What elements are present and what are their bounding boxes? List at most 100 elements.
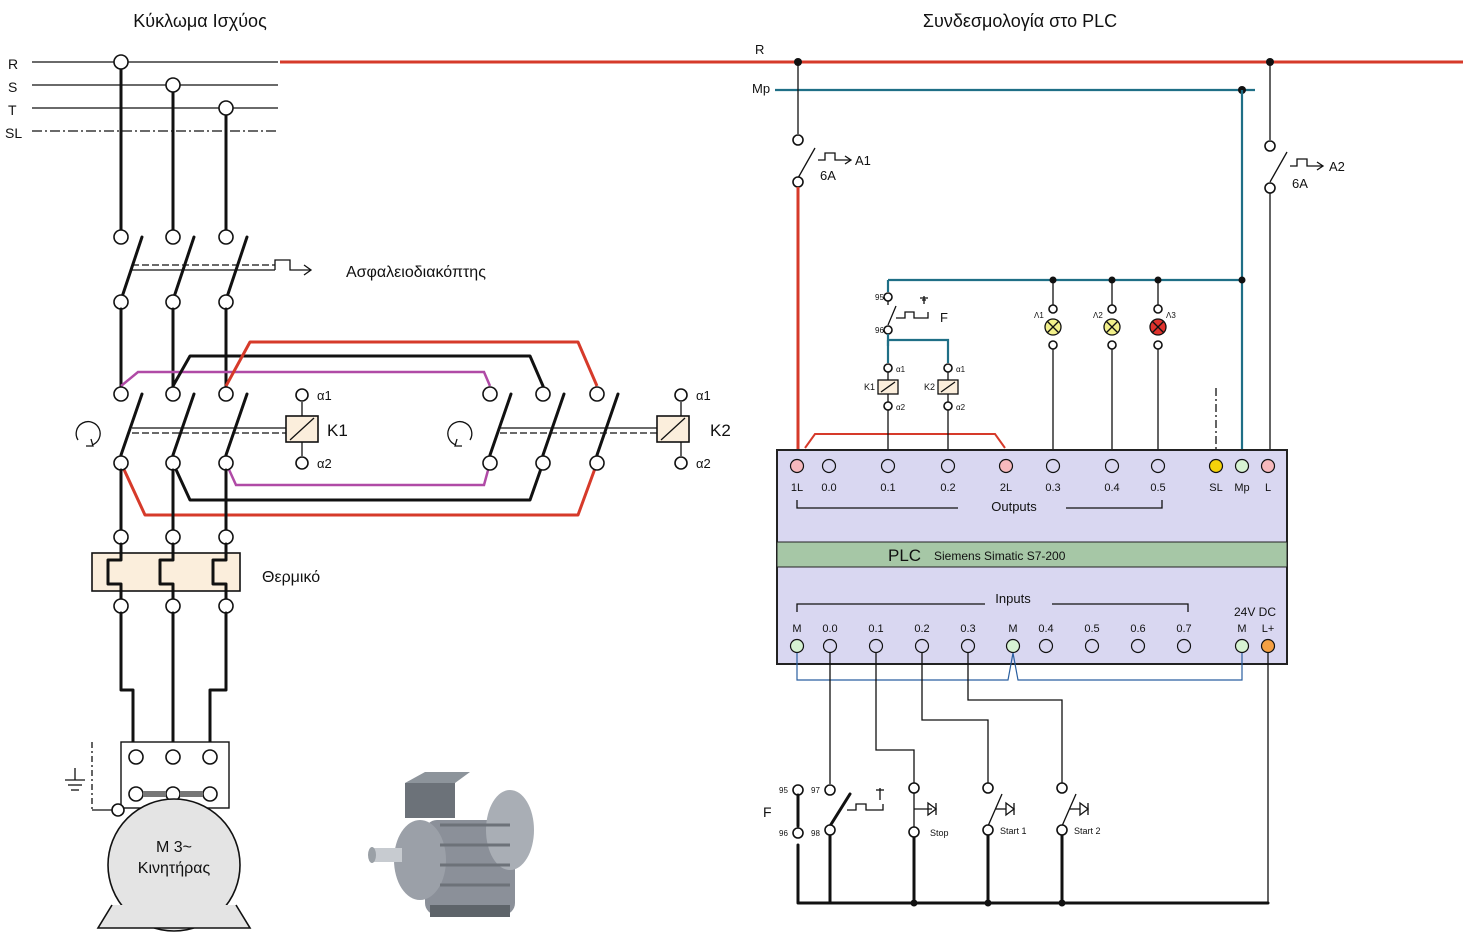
k1-a1-label: α1 — [317, 388, 332, 403]
coil-k1: α1 α2 K1 — [864, 363, 906, 460]
rotation-cw-icon — [75, 420, 101, 446]
fuse-switch: Ασφαλειοδιακόπτης — [113, 229, 486, 310]
start2-button: Start 2 — [1056, 782, 1101, 836]
in-0-2: 0.2 — [914, 623, 929, 635]
input-wiring — [796, 652, 1270, 907]
power-circuit-title: Κύκλωμα Ισχύος — [133, 11, 267, 31]
f-98: 98 — [811, 829, 820, 838]
in-0-1: 0.1 — [868, 623, 883, 635]
contactor-k1: α1 α2 K1 — [75, 386, 348, 471]
k2-a2-label: α2 — [696, 456, 711, 471]
contactor-k2: α1 α2 K2 — [447, 386, 731, 471]
lamp-l2-label: Λ2 — [1093, 311, 1103, 320]
in-0-7: 0.7 — [1176, 623, 1191, 635]
a2-rating: 6A — [1292, 176, 1308, 191]
breaker-a1: A1 6A — [792, 62, 871, 188]
plc-unit: PLC Siemens Simatic S7-200 1L 0.0 0.1 0.… — [776, 449, 1288, 665]
line-label-sl: SL — [5, 125, 22, 141]
output-wiring: 95 96 F — [796, 90, 1271, 460]
plc-supply-lines: R Mp — [280, 42, 1463, 96]
f-95: 95 — [779, 786, 788, 795]
lamp-l3: Λ3 — [1149, 280, 1176, 460]
plc-line-r: R — [755, 42, 764, 57]
motor-feed — [119, 611, 228, 752]
out-mp: Mp — [1234, 482, 1249, 494]
stop-label: Stop — [930, 828, 949, 838]
plc-wiring-title: Συνδεσμολογία στο PLC — [923, 11, 1117, 31]
contactor-wiring — [119, 307, 599, 517]
motor-photo — [368, 772, 534, 917]
plc-line-mp: Mp — [752, 81, 770, 96]
out-0-2: 0.2 — [940, 482, 955, 494]
start2-label: Start 2 — [1074, 826, 1101, 836]
in-0-3: 0.3 — [960, 623, 975, 635]
breaker-a2: A2 6A — [1264, 62, 1345, 194]
k1-a2-label: α2 — [317, 456, 332, 471]
plc-input-terminals: Inputs 24V DC M 0.0 0.1 0.2 0.3 M 0.4 0.… — [789, 591, 1276, 654]
supply-lines: R S T SL — [5, 54, 278, 239]
k2-label: K2 — [710, 421, 731, 440]
coil-k1-a1: α1 — [896, 365, 906, 374]
f-label: F — [763, 804, 772, 820]
f-relay-96: 96 — [875, 326, 884, 335]
a1-label: A1 — [855, 153, 871, 168]
plc-band-model: Siemens Simatic S7-200 — [934, 549, 1066, 563]
coil-k2-a1: α1 — [956, 365, 966, 374]
supply-label: 24V DC — [1234, 605, 1276, 619]
rotation-ccw-icon — [447, 420, 473, 446]
lamp-l3-label: Λ3 — [1166, 311, 1176, 320]
lamp-l2: Λ2 — [1093, 280, 1121, 460]
out-2l: 2L — [1000, 482, 1012, 494]
inputs-label: Inputs — [995, 591, 1031, 606]
lamp-l1-label: Λ1 — [1034, 311, 1044, 320]
out-0-3: 0.3 — [1045, 482, 1060, 494]
line-label-t: T — [8, 102, 17, 118]
lamp-l1: Λ1 — [1034, 280, 1062, 460]
coil-k2-a2: α2 — [956, 403, 966, 412]
out-0-0: 0.0 — [821, 482, 836, 494]
stop-button: Stop — [908, 782, 949, 838]
motor-label-type: M 3~ — [156, 839, 192, 856]
plc-band-title: PLC — [888, 546, 921, 565]
start1-button: Start 1 — [982, 782, 1027, 836]
motor-symbol: M 3~ Κινητήρας — [65, 741, 252, 932]
f-97: 97 — [811, 786, 820, 795]
fuse-switch-label: Ασφαλειοδιακόπτης — [346, 264, 486, 281]
k2-a1-label: α1 — [696, 388, 711, 403]
f-relay-label: F — [940, 310, 948, 325]
coil-k1-label: K1 — [864, 382, 875, 392]
in-m2: M — [1008, 623, 1017, 635]
k1-label: K1 — [327, 421, 348, 440]
line-label-s: S — [8, 79, 17, 95]
a1-rating: 6A — [820, 168, 836, 183]
out-0-4: 0.4 — [1104, 482, 1119, 494]
coil-k2: α1 α2 K2 — [924, 363, 966, 460]
coil-k1-a2: α2 — [896, 403, 906, 412]
thermal-label: Θερμικό — [262, 569, 320, 586]
thermal-contact-f: 95 96 F 97 98 — [763, 784, 884, 839]
ground-icon — [65, 768, 85, 791]
f-relay-95: 95 — [875, 293, 884, 302]
supply-lplus: L+ — [1262, 623, 1275, 635]
in-0-6: 0.6 — [1130, 623, 1145, 635]
a2-label: A2 — [1329, 159, 1345, 174]
supply-m: M — [1237, 623, 1246, 635]
f-96: 96 — [779, 829, 788, 838]
outputs-label: Outputs — [991, 499, 1037, 514]
in-0-4: 0.4 — [1038, 623, 1053, 635]
in-0-0: 0.0 — [822, 623, 837, 635]
out-0-5: 0.5 — [1150, 482, 1165, 494]
start1-label: Start 1 — [1000, 826, 1027, 836]
coil-k2-label: K2 — [924, 382, 935, 392]
out-0-1: 0.1 — [880, 482, 895, 494]
line-label-r: R — [8, 56, 18, 72]
in-m: M — [792, 623, 801, 635]
out-l: L — [1265, 482, 1271, 494]
out-1l: 1L — [791, 482, 803, 494]
in-0-5: 0.5 — [1084, 623, 1099, 635]
motor-label-name: Κινητήρας — [138, 860, 211, 877]
out-sl: SL — [1209, 482, 1222, 494]
thermal-relay: Θερμικό — [91, 468, 320, 614]
plc-output-terminals: 1L 0.0 0.1 0.2 2L 0.3 0.4 0.5 SL Mp L Ou… — [789, 458, 1276, 514]
